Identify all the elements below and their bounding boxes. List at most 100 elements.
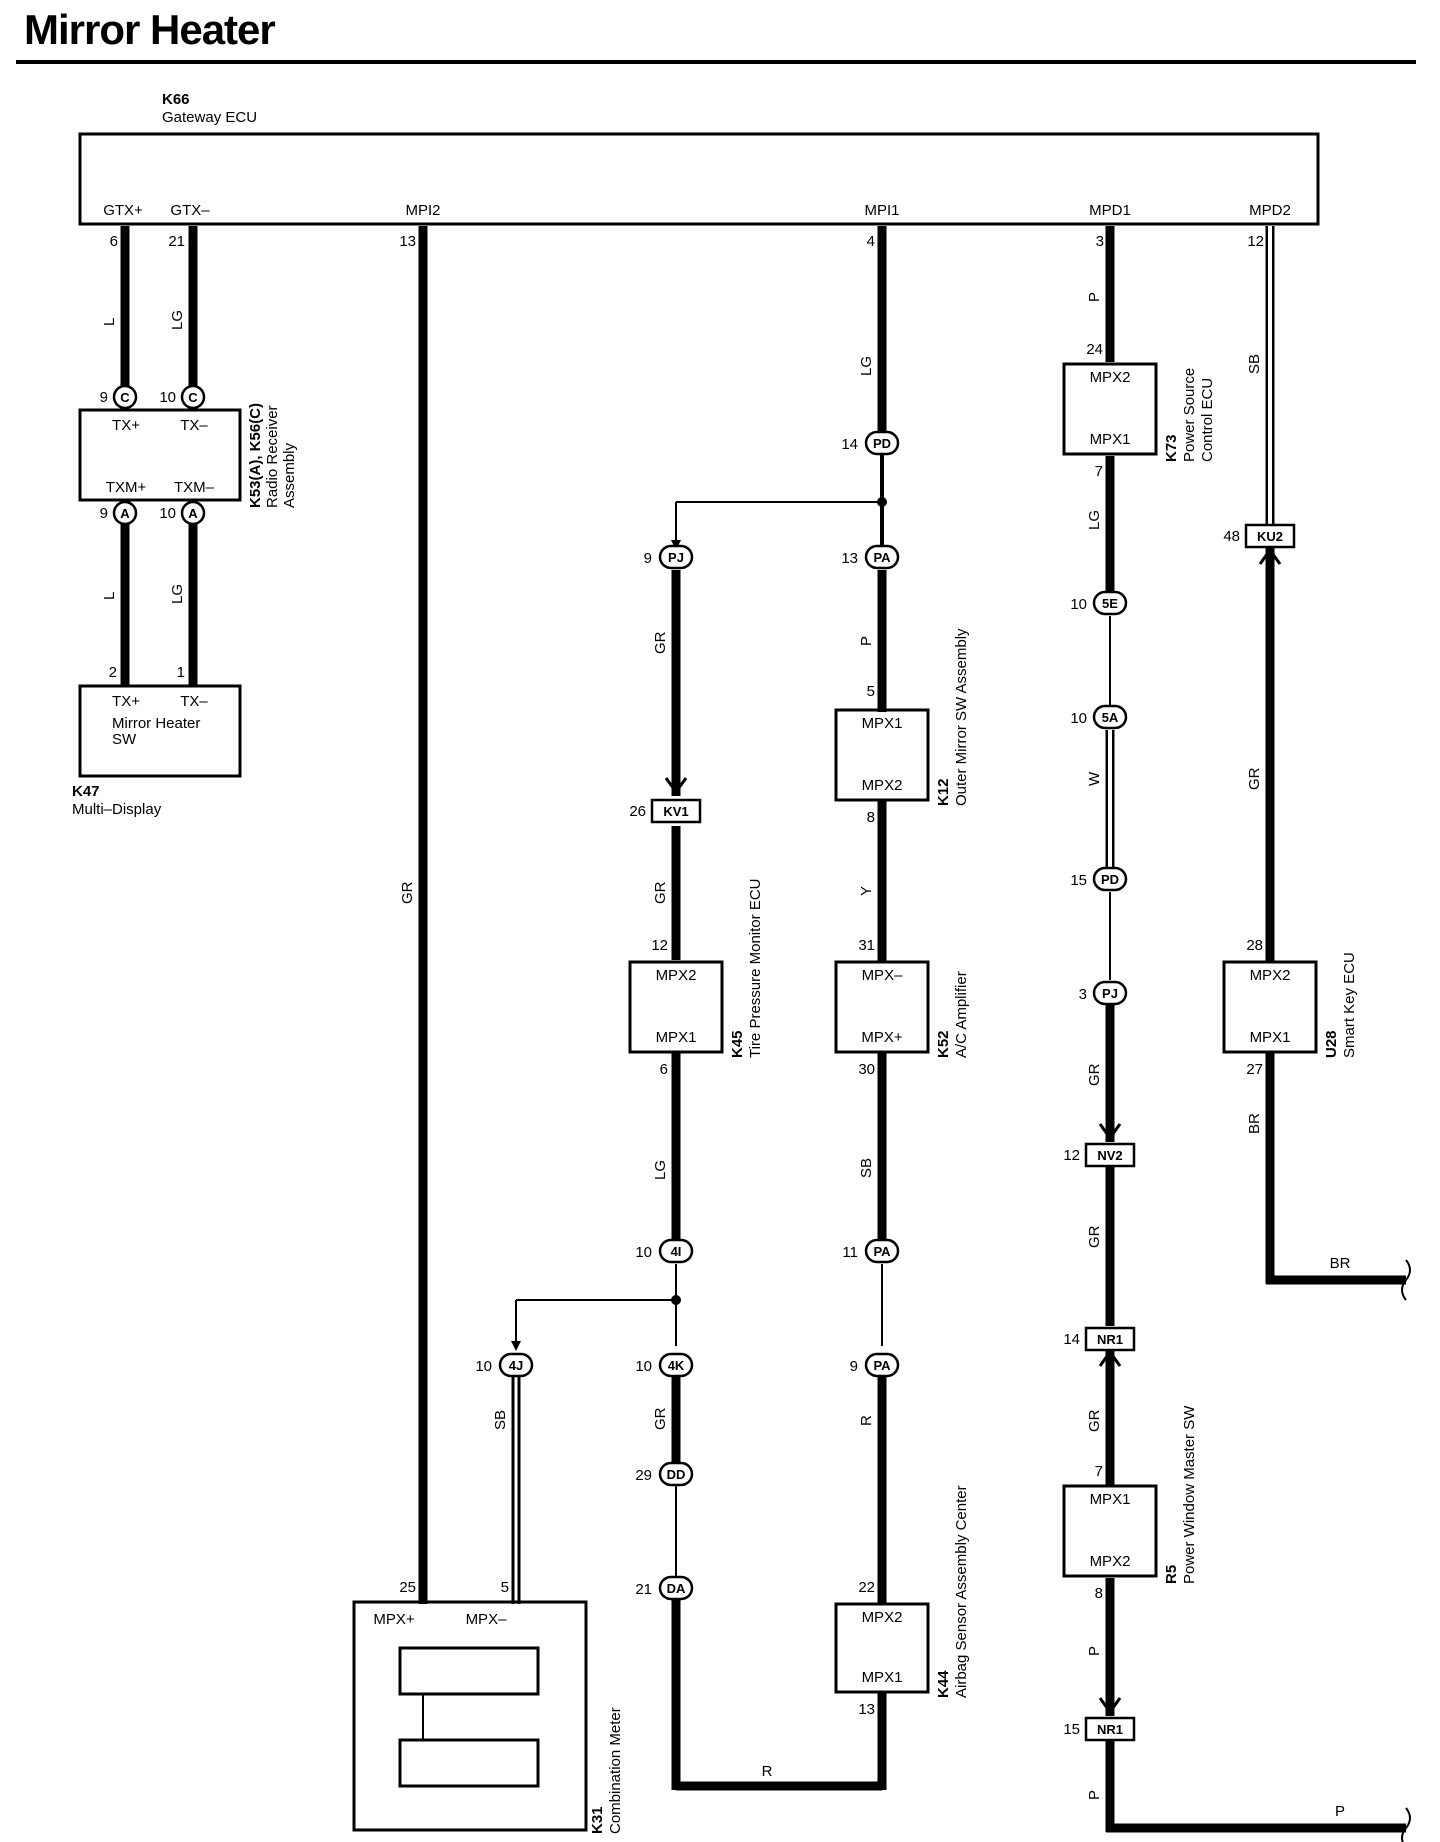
- wire-color-p-bottom-h: P: [1335, 1803, 1345, 1820]
- wires-mpd1: [1105, 226, 1411, 1842]
- gateway-terminal-gtx-p: GTX+: [103, 202, 143, 219]
- combo-meter-terminal-mpx-m: MPX–: [466, 1611, 508, 1628]
- connector-c-label: C: [188, 390, 198, 405]
- multi-display-terminal-tx-p: TX+: [112, 693, 140, 710]
- inline-arrow-kv1: [664, 777, 688, 795]
- connector-nr1-label: NR1: [1097, 1722, 1123, 1737]
- connector-pj-label: PJ: [1102, 986, 1118, 1001]
- connector-a-1: A: [112, 500, 138, 526]
- wire-color-l-1: L: [101, 318, 118, 326]
- pin-2: 2: [109, 664, 117, 681]
- wire-color-p-outer: P: [858, 636, 875, 646]
- multi-display-terminal-tx-m: TX–: [180, 693, 208, 710]
- power-window-terminal-top: MPX1: [1090, 1491, 1131, 1508]
- connector-pa-label: PA: [873, 550, 891, 565]
- wire-color-y: Y: [858, 886, 875, 896]
- connector-4j: 4J: [498, 1352, 534, 1378]
- gateway-id: K66: [162, 91, 190, 108]
- pin-3-pj: 3: [1079, 986, 1087, 1003]
- pin-5-meter: 5: [501, 1579, 509, 1596]
- airbag-sensor-box: [834, 1602, 930, 1694]
- connector-dd: DD: [658, 1461, 694, 1487]
- connector-4k: 4K: [658, 1352, 694, 1378]
- radio-terminal-tx-p: TX+: [112, 417, 140, 434]
- connector-4k-label: 4K: [668, 1358, 685, 1373]
- ac-amplifier-terminal-top: MPX–: [862, 967, 904, 984]
- pin-12-tire: 12: [651, 937, 668, 954]
- pin-8-pw: 8: [1095, 1585, 1103, 1602]
- connector-pj-2: PJ: [1092, 980, 1128, 1006]
- connector-kv1-label: KV1: [663, 804, 688, 819]
- connector-nr1-1: NR1: [1084, 1326, 1136, 1352]
- radio-name-1: Radio Receiver: [264, 405, 281, 508]
- connector-kv1: KV1: [650, 798, 702, 824]
- gateway-pin-21: 21: [168, 233, 185, 250]
- connector-nv2: NV2: [1084, 1142, 1136, 1168]
- power-window-name: Power Window Master SW: [1181, 1405, 1198, 1584]
- power-source-name-1: Power Source: [1181, 368, 1198, 462]
- pin-10-4i: 10: [635, 1244, 652, 1261]
- pin-10-c: 10: [159, 389, 176, 406]
- ac-amplifier-id: K52: [935, 1030, 952, 1058]
- connector-pj-1: PJ: [658, 544, 694, 570]
- smart-key-id: U28: [1323, 1030, 1340, 1058]
- connector-a-label: A: [120, 506, 130, 521]
- wire-color-sb-ac: SB: [858, 1158, 875, 1178]
- pin-15-nr1: 15: [1063, 1721, 1080, 1738]
- pin-15-pd: 15: [1070, 872, 1087, 889]
- pin-8: 8: [867, 809, 875, 826]
- outer-mirror-name: Outer Mirror SW Assembly: [953, 628, 970, 806]
- tire-pressure-id: K45: [729, 1030, 746, 1058]
- pin-9-pj: 9: [644, 550, 652, 567]
- pin-29: 29: [635, 1467, 652, 1484]
- connector-nr1-label: NR1: [1097, 1332, 1123, 1347]
- connector-5e-label: 5E: [1102, 596, 1118, 611]
- wires-left: [120, 226, 198, 686]
- pin-30: 30: [858, 1061, 875, 1078]
- wire-color-lg-mpi1: LG: [858, 356, 875, 376]
- ac-amplifier-name: A/C Amplifier: [953, 971, 970, 1058]
- wire-color-gr-mpd1-1: GR: [1086, 1063, 1103, 1086]
- radio-name-2: Assembly: [281, 442, 298, 508]
- wires-mpi1: [671, 226, 887, 1791]
- pin-9-a: 9: [100, 505, 108, 522]
- wire-color-gr-mpd2: GR: [1246, 767, 1263, 790]
- connector-nv2-label: NV2: [1097, 1148, 1122, 1163]
- pin-28: 28: [1246, 937, 1263, 954]
- radio-terminal-txm-m: TXM–: [174, 479, 215, 496]
- pin-31: 31: [858, 937, 875, 954]
- pin-6-tire: 6: [660, 1061, 668, 1078]
- wire-color-lg-2: LG: [169, 584, 186, 604]
- wire-color-lg-1: LG: [169, 310, 186, 330]
- inline-arrow-nr1-up: [1098, 1349, 1122, 1367]
- connector-c-1: C: [112, 384, 138, 410]
- outer-mirror-terminal-top: MPX1: [862, 715, 903, 732]
- connector-4j-label: 4J: [509, 1358, 523, 1373]
- connector-pd-label: PD: [1101, 872, 1119, 887]
- radio-terminal-tx-m: TX–: [180, 417, 208, 434]
- gateway-pin-6: 6: [110, 233, 118, 250]
- wire-color-gr-mpd1-2: GR: [1086, 1225, 1103, 1248]
- wire-color-gr-tire-3: GR: [652, 1407, 669, 1430]
- connector-ku2: KU2: [1244, 523, 1296, 549]
- pin-14-pd: 14: [841, 436, 858, 453]
- pin-48: 48: [1223, 528, 1240, 545]
- gateway-terminal-mpd2: MPD2: [1249, 202, 1291, 219]
- gateway-ecu-box: [78, 132, 1320, 226]
- pin-10-4k: 10: [635, 1358, 652, 1375]
- combo-meter-terminal-mpx-p: MPX+: [373, 1611, 415, 1628]
- connector-pa-3: PA: [864, 1352, 900, 1378]
- wire-color-gr-mpd1-3: GR: [1086, 1409, 1103, 1432]
- outer-mirror-terminal-bottom: MPX2: [862, 777, 903, 794]
- power-source-name-2: Control ECU: [1199, 378, 1216, 462]
- connector-dd-label: DD: [667, 1467, 686, 1482]
- pin-27: 27: [1246, 1061, 1263, 1078]
- splice-point-tire: [671, 1295, 681, 1305]
- outer-mirror-sw-box: [834, 708, 930, 802]
- airbag-terminal-top: MPX2: [862, 1609, 903, 1626]
- gateway-pin-3: 3: [1096, 233, 1104, 250]
- airbag-id: K44: [935, 1670, 952, 1698]
- pin-5: 5: [867, 683, 875, 700]
- connector-a-2: A: [180, 500, 206, 526]
- connector-5e: 5E: [1092, 590, 1128, 616]
